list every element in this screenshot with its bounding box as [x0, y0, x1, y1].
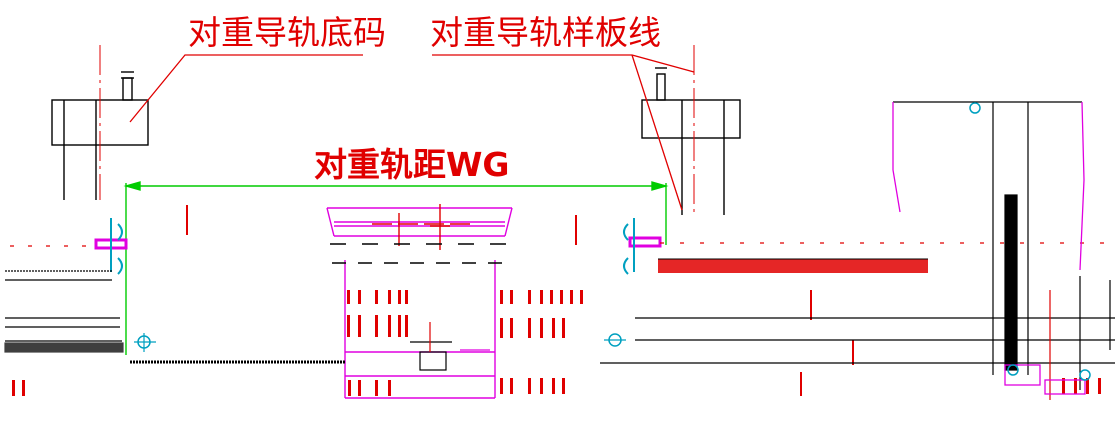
counterweight-center-marks: [330, 204, 510, 264]
wg-dimension: [123, 181, 669, 355]
label-counterweight-rail-distance: 对重轨距WG: [314, 145, 510, 184]
left-bottom-structure: [4, 270, 345, 364]
right-car-outline: [892, 101, 1086, 395]
leader-template-line-diag: [631, 54, 683, 211]
right-rail-profile: [604, 218, 662, 347]
right-rail-base-bracket: [641, 67, 741, 215]
right-hatch: [658, 258, 928, 273]
right-structure: [600, 101, 1115, 400]
center-bottom-details: [410, 322, 490, 371]
counterweight-blocks: [12, 205, 1101, 396]
right-fixing-bolts: [969, 102, 1091, 381]
leader-template-line: [432, 54, 695, 73]
label-counterweight-rail-template-line: 对重导轨样板线: [430, 13, 661, 52]
left-rail-profile: [94, 218, 156, 352]
label-counterweight-rail-base: 对重导轨底码: [188, 13, 386, 52]
leader-rail-base: [129, 54, 363, 123]
